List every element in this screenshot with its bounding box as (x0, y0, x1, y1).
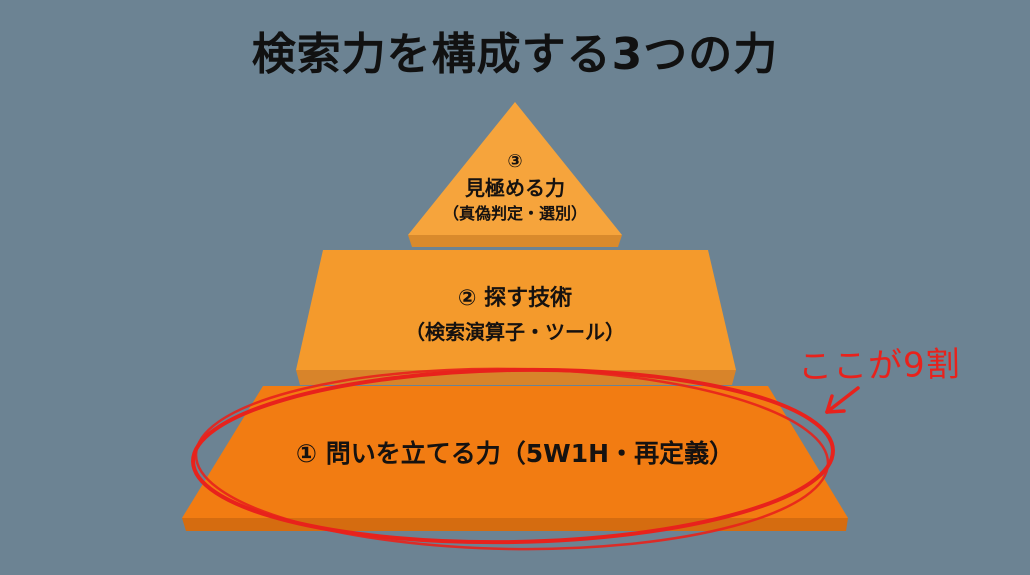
tier-3-subtitle: （真偽判定・選別） (442, 204, 587, 223)
tier-3-label: ③ 見極める力 （真偽判定・選別） (408, 150, 622, 226)
tier-3-title: 見極める力 (465, 176, 565, 200)
tier-1-title: ① 問いを立てる力（5W1H・再定義） (295, 439, 735, 468)
page-title: 検索力を構成する3つの力 (251, 29, 779, 80)
tier-2-title: ② 探す技術 (457, 286, 573, 311)
highlight-ellipse (191, 367, 835, 551)
tier-2-subtitle: （検索演算子・ツール） (405, 320, 625, 344)
tier-3-number: ③ (507, 151, 523, 172)
tier-2-label: ② 探す技術 （検索演算子・ツール） (300, 282, 730, 348)
tier-1-label: ① 問いを立てる力（5W1H・再定義） (180, 436, 850, 472)
tier-3-shape (408, 102, 622, 247)
annotation-text: ここが9割 (797, 344, 962, 388)
arrow-down-left-icon (825, 386, 860, 414)
